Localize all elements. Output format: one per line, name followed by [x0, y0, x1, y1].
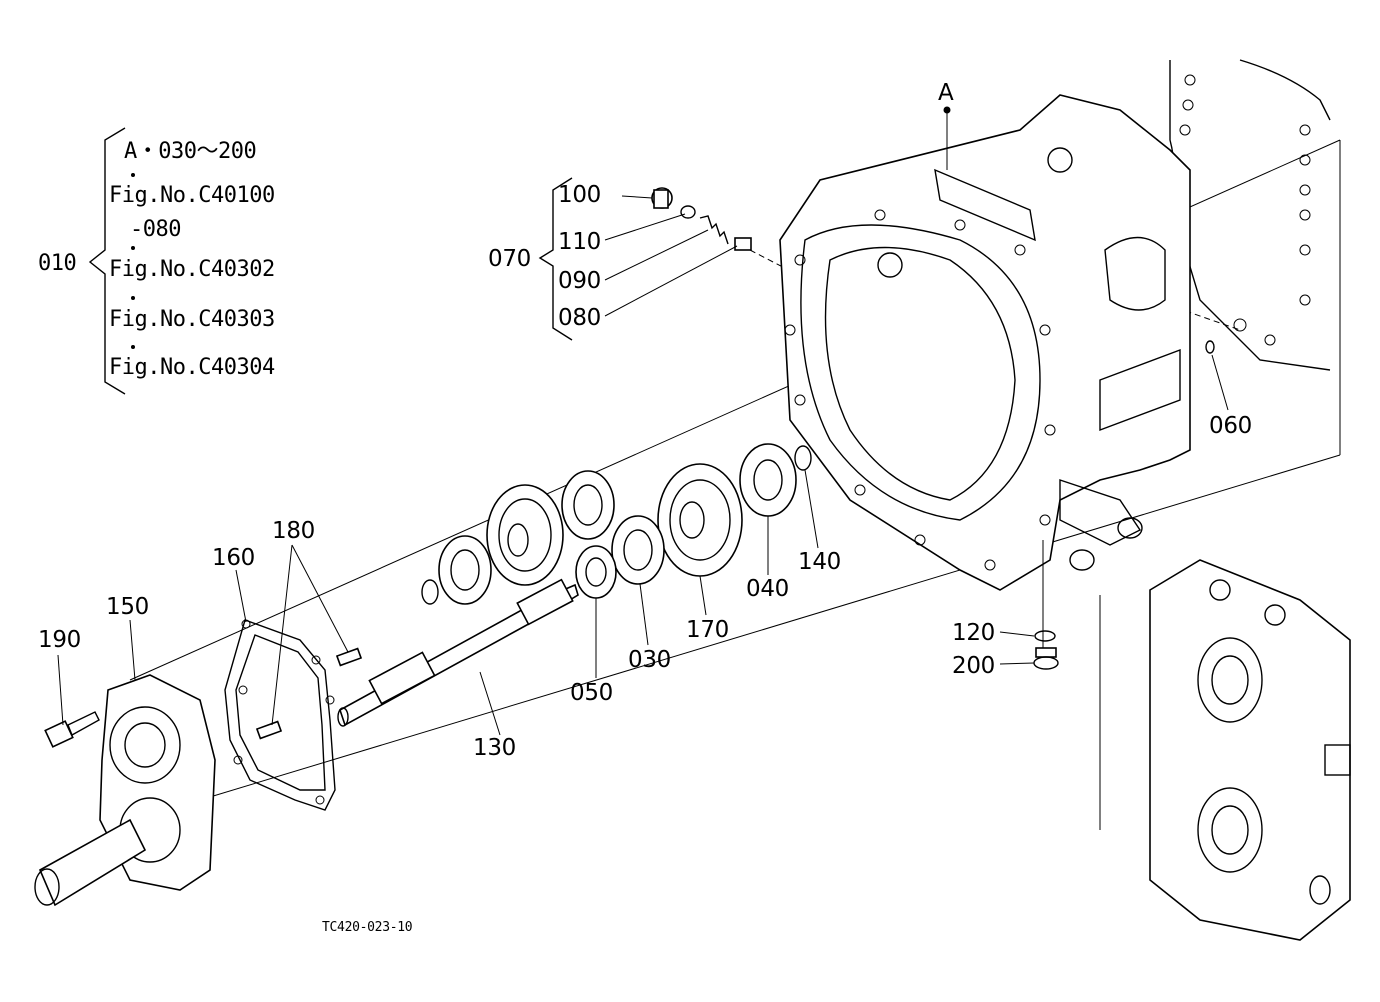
part-170-gear	[657, 463, 743, 577]
leader-160	[235, 569, 247, 623]
label-170: 170	[686, 617, 729, 643]
label-010-line-5: Fig.No.C40303	[109, 307, 275, 332]
leader-120-label	[999, 631, 1035, 637]
cover-plate	[1149, 559, 1351, 941]
dot-2	[131, 246, 135, 250]
label-070: 070	[488, 246, 531, 272]
part-200-plug	[1033, 647, 1059, 670]
axis-line-lower	[199, 454, 1341, 801]
leader-100	[621, 195, 653, 199]
detent-assembly-070	[651, 187, 752, 251]
label-120: 120	[952, 620, 995, 646]
label-150: 150	[106, 594, 149, 620]
label-050: 050	[570, 680, 613, 706]
label-190: 190	[38, 627, 81, 653]
label-160: 160	[212, 545, 255, 571]
label-090: 090	[558, 268, 601, 294]
snap-ring-left	[421, 579, 439, 605]
label-040: 040	[746, 576, 789, 602]
leader-200-label	[999, 662, 1035, 665]
part-160-gasket	[224, 619, 336, 811]
leader-190	[57, 654, 64, 726]
part-040-bearing	[739, 443, 797, 517]
leader-140	[804, 469, 819, 549]
marker-a-label: A	[938, 80, 954, 106]
part-030-bearing	[611, 515, 665, 585]
label-100: 100	[558, 182, 601, 208]
gasket-top-right	[1169, 59, 1331, 371]
label-080: 080	[558, 305, 601, 331]
part-130-shaft	[337, 578, 579, 727]
label-200: 200	[952, 653, 995, 679]
label-030: 030	[628, 647, 671, 673]
label-060: 060	[1209, 413, 1252, 439]
label-010-line-6: Fig.No.C40304	[109, 355, 275, 380]
leader-170	[699, 575, 707, 616]
leader-110	[604, 213, 686, 241]
dot-3	[131, 296, 135, 300]
part-140-snap-ring	[794, 445, 812, 471]
transmission-housing	[779, 94, 1191, 591]
label-010-line-4: Fig.No.C40302	[109, 257, 275, 282]
leader-030	[639, 583, 649, 646]
bearing-upper	[561, 470, 615, 540]
leader-130	[479, 671, 501, 736]
part-060-oring	[1205, 340, 1215, 354]
part-180-pins	[255, 544, 363, 740]
label-180: 180	[272, 518, 315, 544]
part-150-pto-housing	[34, 674, 216, 907]
gear-upper	[486, 484, 564, 586]
dot-1	[131, 173, 135, 177]
label-010-line-1: A・030～200	[124, 139, 257, 164]
part-190-bolt	[44, 711, 100, 748]
label-140: 140	[798, 549, 841, 575]
drawing-code: TC420-023-10	[322, 920, 413, 935]
marker-a-dot	[943, 106, 951, 114]
leader-090	[604, 229, 709, 281]
label-110: 110	[558, 229, 601, 255]
part-050-seal	[575, 545, 617, 599]
label-010: 010	[38, 251, 77, 276]
dot-4	[131, 345, 135, 349]
bracket-010	[88, 127, 126, 395]
label-130: 130	[473, 735, 516, 761]
part-120-oring	[1034, 630, 1056, 642]
label-010-line-3: -080	[130, 217, 181, 242]
label-010-line-2: Fig.No.C40100	[109, 183, 275, 208]
bracket-070	[538, 177, 573, 341]
leader-080	[604, 245, 738, 317]
leader-060	[1211, 354, 1229, 411]
bearing-left	[438, 535, 492, 605]
leader-150	[129, 619, 136, 681]
